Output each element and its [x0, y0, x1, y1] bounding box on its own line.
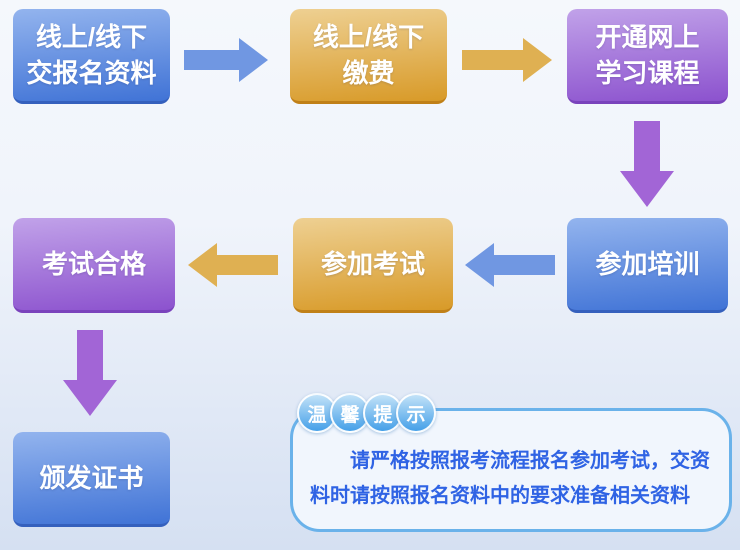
arrow-left-shape: [188, 243, 278, 287]
arrow-left-icon: [465, 243, 555, 287]
arrow-down-shape: [620, 121, 674, 207]
flow-step-submit-materials: 线上/线下 交报名资料: [13, 9, 170, 104]
flow-step-open-course: 开通网上 学习课程: [567, 9, 728, 104]
arrow-down-shape: [63, 330, 117, 416]
arrow-down-icon: [620, 121, 674, 207]
arrow-down-icon: [63, 330, 117, 416]
arrow-right-icon: [462, 38, 552, 82]
flow-step-take-exam: 参加考试: [293, 218, 453, 313]
arrow-right-icon: [184, 38, 268, 82]
flow-step-issue-certificate: 颁发证书: [13, 432, 170, 527]
tip-text: 请严格按照报考流程报名参加考试，交资料时请按照报名资料中的要求准备相关资料: [310, 450, 710, 507]
tip-badge: 示: [396, 393, 436, 433]
flow-step-pay-fee: 线上/线下 缴费: [290, 9, 447, 104]
tip-badge-row: 温 馨 提 示: [297, 393, 447, 433]
arrow-left-icon: [188, 243, 278, 287]
flow-step-pass-exam: 考试合格: [13, 218, 175, 313]
flow-step-attend-training: 参加培训: [567, 218, 728, 313]
arrow-right-shape: [184, 38, 268, 82]
arrow-left-shape: [465, 243, 555, 287]
tip-box: 请严格按照报考流程报名参加考试，交资料时请按照报名资料中的要求准备相关资料: [290, 408, 732, 532]
arrow-right-shape: [462, 38, 552, 82]
